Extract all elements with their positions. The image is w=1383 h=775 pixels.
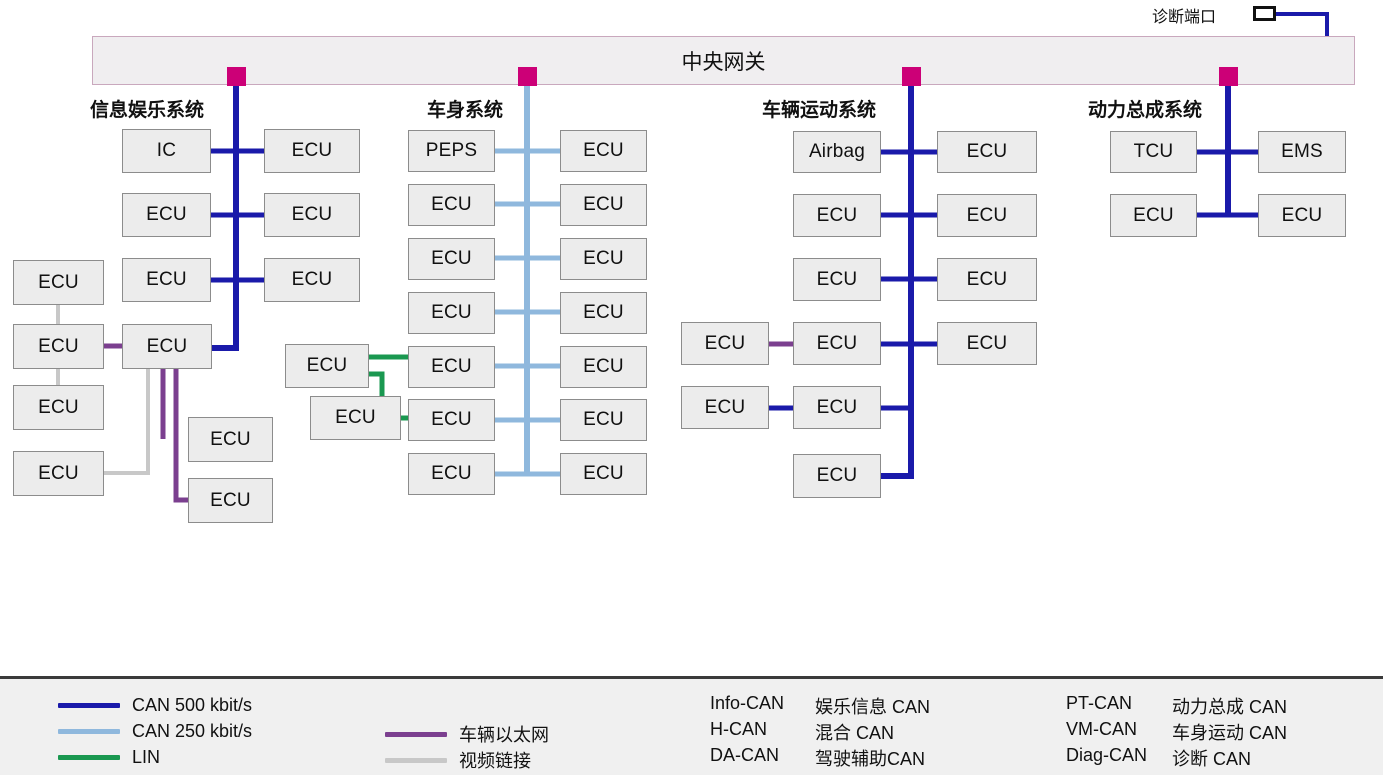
legend-label-can500: CAN 500 kbit/s bbox=[132, 695, 253, 715]
node-motion-left-1[interactable]: Airbag bbox=[793, 131, 881, 173]
node-infotainment-left-1[interactable]: IC bbox=[122, 129, 211, 173]
legend-swatch-can250 bbox=[58, 729, 120, 734]
legend-label-ethernet: 车辆以太网 bbox=[459, 725, 549, 745]
node-body-left-5[interactable]: ECU bbox=[408, 346, 495, 388]
node-infotainment-hubchild-2[interactable]: ECU bbox=[188, 478, 273, 523]
gateway-connector-infotainment[interactable] bbox=[227, 67, 246, 86]
legend-swatch-lin bbox=[58, 755, 120, 760]
node-motion-left-4[interactable]: ECU bbox=[793, 322, 881, 365]
node-infotainment-farleft-2[interactable]: ECU bbox=[13, 324, 104, 369]
gateway-connector-body[interactable] bbox=[518, 67, 537, 86]
node-motion-outer-2[interactable]: ECU bbox=[681, 386, 769, 429]
node-body-right-5[interactable]: ECU bbox=[560, 346, 647, 388]
node-infotainment-right-1[interactable]: ECU bbox=[264, 129, 360, 173]
node-infotainment-hub[interactable]: ECU bbox=[122, 324, 212, 369]
wire-bus-motion bbox=[880, 84, 914, 479]
node-motion-left-3[interactable]: ECU bbox=[793, 258, 881, 301]
node-infotainment-right-3[interactable]: ECU bbox=[264, 258, 360, 302]
node-body-left-6[interactable]: ECU bbox=[408, 399, 495, 441]
legend-swatch-video bbox=[385, 757, 447, 763]
node-infotainment-left-3[interactable]: ECU bbox=[122, 258, 211, 302]
node-body-right-3[interactable]: ECU bbox=[560, 238, 647, 280]
gateway-connector-powertrain[interactable] bbox=[1219, 67, 1238, 86]
node-motion-left-6[interactable]: ECU bbox=[793, 454, 881, 498]
diagnostic-port-label: 诊断端口 bbox=[1152, 9, 1217, 26]
legend-abbr-key-da-can: DA-CAN bbox=[710, 745, 780, 765]
group-title-infotainment: 信息娱乐系统 bbox=[90, 100, 205, 121]
group-title-powertrain: 动力总成系统 bbox=[1088, 100, 1203, 121]
node-infotainment-right-2[interactable]: ECU bbox=[264, 193, 360, 237]
legend-item-can250: CAN 250 kbit/s bbox=[58, 721, 252, 742]
node-body-right-6[interactable]: ECU bbox=[560, 399, 647, 441]
legend-abbr-desc-h-can: 混合 CAN bbox=[815, 723, 895, 743]
node-infotainment-farleft-4[interactable]: ECU bbox=[13, 451, 104, 496]
node-motion-left-5[interactable]: ECU bbox=[793, 386, 881, 429]
node-motion-right-1[interactable]: ECU bbox=[937, 131, 1037, 173]
node-body-right-1[interactable]: ECU bbox=[560, 130, 647, 172]
legend-label-video: 视频链接 bbox=[459, 751, 531, 771]
node-powertrain-right-1[interactable]: EMS bbox=[1258, 131, 1346, 173]
node-infotainment-hubchild-1[interactable]: ECU bbox=[188, 417, 273, 462]
node-motion-right-2[interactable]: ECU bbox=[937, 194, 1037, 237]
node-powertrain-left-1[interactable]: TCU bbox=[1110, 131, 1197, 173]
node-motion-right-3[interactable]: ECU bbox=[937, 258, 1037, 301]
legend-item-lin: LIN bbox=[58, 747, 160, 768]
legend-swatch-can500 bbox=[58, 703, 120, 708]
node-body-left-3[interactable]: ECU bbox=[408, 238, 495, 280]
node-body-right-2[interactable]: ECU bbox=[560, 184, 647, 226]
node-motion-outer-1[interactable]: ECU bbox=[681, 322, 769, 365]
wire-eth-hub-down2 bbox=[173, 369, 188, 503]
node-body-lin-1[interactable]: ECU bbox=[285, 344, 369, 388]
legend-label-lin: LIN bbox=[132, 747, 161, 767]
legend-item-video: 视频链接 bbox=[385, 747, 531, 773]
legend-abbr-desc-info-can: 娱乐信息 CAN bbox=[815, 697, 931, 717]
node-powertrain-left-2[interactable]: ECU bbox=[1110, 194, 1197, 237]
diagnostic-port-icon[interactable] bbox=[1253, 6, 1276, 21]
node-motion-left-2[interactable]: ECU bbox=[793, 194, 881, 237]
group-title-body: 车身系统 bbox=[427, 100, 504, 121]
legend-swatch-ethernet bbox=[385, 731, 447, 737]
node-motion-right-4[interactable]: ECU bbox=[937, 322, 1037, 365]
legend-panel: CAN 500 kbit/s CAN 250 kbit/s LIN 车辆以太网 … bbox=[0, 676, 1383, 775]
wire-video-hub-bottom bbox=[104, 369, 150, 475]
node-body-right-7[interactable]: ECU bbox=[560, 453, 647, 495]
legend-abbr-key-h-can: H-CAN bbox=[710, 719, 767, 739]
legend-abbr-desc-pt-can: 动力总成 CAN bbox=[1172, 697, 1288, 717]
legend-abbr-key-vm-can: VM-CAN bbox=[1066, 719, 1137, 739]
legend-abbr-desc-diag-can: 诊断 CAN bbox=[1172, 749, 1252, 769]
node-infotainment-farleft-3[interactable]: ECU bbox=[13, 385, 104, 430]
legend-abbr-key-info-can: Info-CAN bbox=[710, 693, 785, 713]
node-body-left-2[interactable]: ECU bbox=[408, 184, 495, 226]
legend-item-can500: CAN 500 kbit/s bbox=[58, 695, 252, 716]
group-title-motion: 车辆运动系统 bbox=[762, 100, 877, 121]
node-infotainment-farleft-1[interactable]: ECU bbox=[13, 260, 104, 305]
node-body-left-1[interactable]: PEPS bbox=[408, 130, 495, 172]
node-body-right-4[interactable]: ECU bbox=[560, 292, 647, 334]
legend-abbr-key-pt-can: PT-CAN bbox=[1066, 693, 1133, 713]
node-body-left-4[interactable]: ECU bbox=[408, 292, 495, 334]
legend-item-ethernet: 车辆以太网 bbox=[385, 721, 549, 747]
legend-abbr-key-diag-can: Diag-CAN bbox=[1066, 745, 1148, 765]
legend-abbr-desc-da-can: 驾驶辅助CAN bbox=[815, 749, 926, 769]
wire-bus-infotainment bbox=[212, 84, 239, 351]
node-infotainment-left-2[interactable]: ECU bbox=[122, 193, 211, 237]
central-gateway-label: 中央网关 bbox=[681, 50, 766, 74]
node-powertrain-right-2[interactable]: ECU bbox=[1258, 194, 1346, 237]
legend-label-can250: CAN 250 kbit/s bbox=[132, 721, 253, 741]
node-body-lin-2[interactable]: ECU bbox=[310, 396, 401, 440]
central-gateway[interactable]: 中央网关 bbox=[92, 36, 1355, 85]
gateway-connector-motion[interactable] bbox=[902, 67, 921, 86]
node-body-left-7[interactable]: ECU bbox=[408, 453, 495, 495]
legend-abbr-desc-vm-can: 车身运动 CAN bbox=[1172, 723, 1288, 743]
